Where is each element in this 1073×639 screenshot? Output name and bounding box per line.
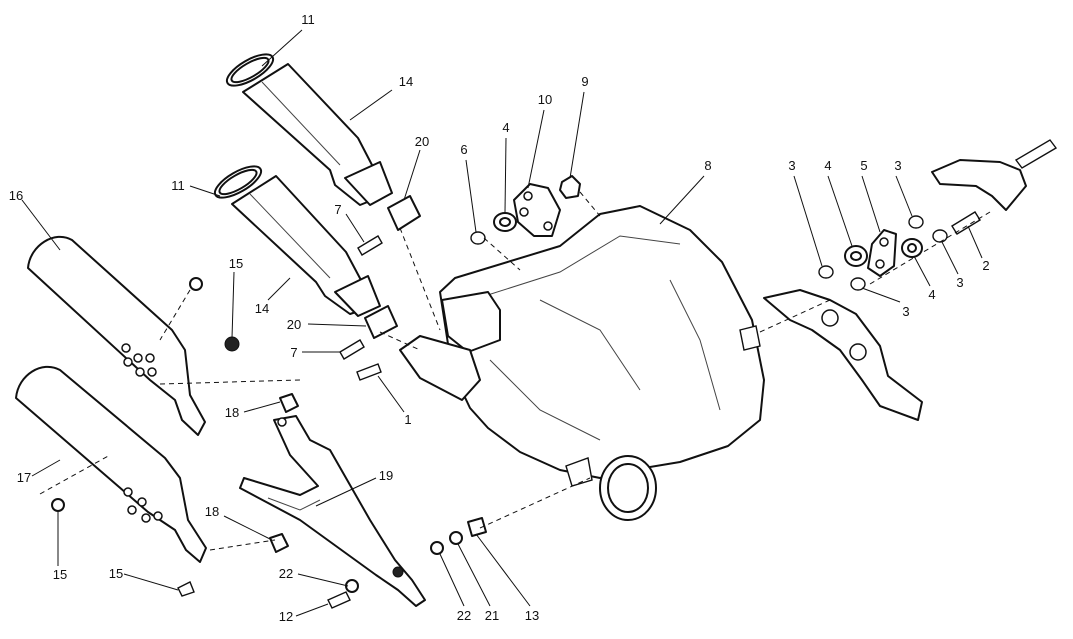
callout-label: 15 bbox=[53, 567, 67, 582]
callout-label: 3 bbox=[788, 158, 795, 173]
nut-9 bbox=[559, 175, 581, 199]
callout-label: 16 bbox=[9, 188, 23, 203]
callout-label: 11 bbox=[171, 178, 185, 193]
callout-label: 7 bbox=[334, 202, 341, 217]
screw-15-lower bbox=[177, 581, 195, 597]
washer-21 bbox=[449, 531, 463, 545]
spacer-lower bbox=[364, 305, 398, 339]
mount-plate-10 bbox=[513, 183, 561, 237]
footpeg-bracket bbox=[931, 139, 1058, 211]
callout-label: 6 bbox=[460, 142, 467, 157]
nut-18-upper bbox=[279, 393, 299, 413]
callout-labels: 11 14 11 16 20 7 14 15 20 7 1 18 17 15 1… bbox=[9, 12, 990, 624]
nut-15-upper bbox=[189, 277, 203, 291]
nut-18-lower bbox=[269, 533, 289, 553]
nut-13 bbox=[467, 517, 487, 537]
callout-label: 4 bbox=[928, 287, 935, 302]
callout-label: 11 bbox=[301, 12, 315, 27]
callout-label: 18 bbox=[225, 405, 239, 420]
muffler-tube-upper bbox=[225, 53, 393, 206]
mount-plate-5 bbox=[867, 229, 897, 277]
nut-16-lower bbox=[51, 498, 65, 512]
washer-22-right bbox=[430, 541, 444, 555]
heat-shield-lower bbox=[15, 365, 207, 563]
bracket-19 bbox=[239, 415, 426, 607]
callout-label: 22 bbox=[457, 608, 471, 623]
callout-label: 3 bbox=[956, 275, 963, 290]
heat-shield-upper bbox=[27, 235, 206, 436]
bolt-2 bbox=[951, 211, 981, 235]
bushing-4-middle bbox=[844, 245, 868, 267]
bolt-12 bbox=[327, 591, 351, 609]
callout-label: 20 bbox=[287, 317, 301, 332]
rear-hanger bbox=[763, 289, 923, 421]
callout-label: 10 bbox=[538, 92, 552, 107]
callout-label: 15 bbox=[229, 256, 243, 271]
assembly-lines bbox=[39, 191, 991, 551]
washer-6 bbox=[470, 231, 486, 245]
callout-label: 12 bbox=[279, 609, 293, 624]
callout-label: 15 bbox=[109, 566, 123, 581]
callout-leaders bbox=[21, 29, 983, 617]
callout-label: 2 bbox=[982, 258, 989, 273]
screw-upper bbox=[357, 235, 383, 256]
callout-label: 1 bbox=[404, 412, 411, 427]
callout-label: 4 bbox=[502, 120, 509, 135]
muffler-body bbox=[399, 205, 765, 521]
callout-label: 7 bbox=[290, 345, 297, 360]
callout-label: 4 bbox=[824, 158, 831, 173]
callout-label: 13 bbox=[525, 608, 539, 623]
callout-label: 14 bbox=[255, 301, 269, 316]
bushing-4-right bbox=[901, 238, 923, 258]
callout-label: 3 bbox=[902, 304, 909, 319]
callout-label: 20 bbox=[415, 134, 429, 149]
callout-label: 5 bbox=[860, 158, 867, 173]
nut-15-middle bbox=[224, 336, 240, 352]
callout-label: 21 bbox=[485, 608, 499, 623]
callout-label: 22 bbox=[279, 566, 293, 581]
callout-label: 3 bbox=[894, 158, 901, 173]
callout-label: 18 bbox=[205, 504, 219, 519]
callout-label: 9 bbox=[581, 74, 588, 89]
spacer-upper bbox=[387, 195, 421, 231]
bushing-4-left bbox=[493, 212, 517, 232]
callout-label: 17 bbox=[17, 470, 31, 485]
screw-1 bbox=[356, 363, 382, 381]
screw-lower bbox=[339, 339, 365, 360]
washers-3 bbox=[818, 215, 948, 291]
callout-label: 19 bbox=[379, 468, 393, 483]
callout-label: 14 bbox=[399, 74, 413, 89]
callout-label: 8 bbox=[704, 158, 711, 173]
